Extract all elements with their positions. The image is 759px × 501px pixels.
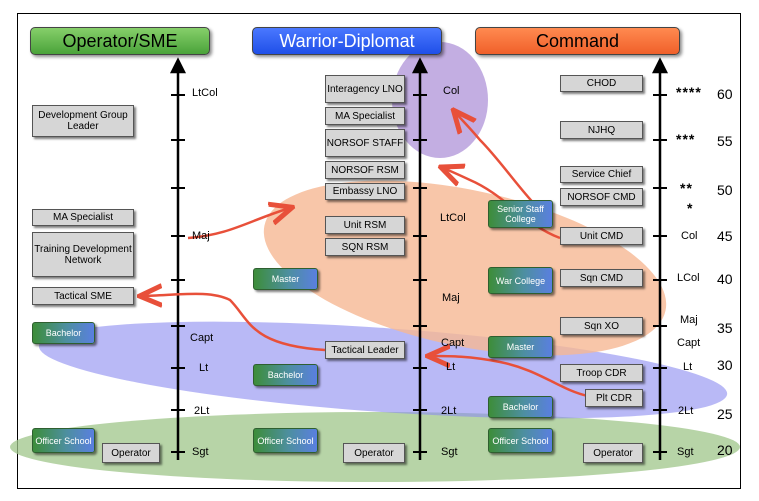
age-25: 25	[717, 406, 733, 422]
age-20: 20	[717, 442, 733, 458]
box-plt-cdr: Plt CDR	[585, 389, 643, 407]
box-sqn-xo: Sqn XO	[560, 317, 643, 335]
box-service-chief: Service Chief	[560, 166, 643, 183]
edu-war-college: War College	[488, 267, 553, 294]
age-55: 55	[717, 133, 733, 149]
rank-left-ltcol: LtCol	[192, 87, 218, 99]
box-embassy-lno: Embassy LNO	[325, 183, 405, 200]
box-operator-right: Operator	[583, 443, 643, 463]
rank-right-2star: **	[680, 180, 693, 196]
header-operator-sme: Operator/SME	[30, 27, 210, 55]
rank-right-lt: Lt	[683, 361, 693, 373]
edu-officer-school-right: Officer School	[488, 428, 553, 453]
rank-right-col: Col	[681, 230, 698, 242]
box-norsof-cmd: NORSOF CMD	[560, 188, 643, 206]
edu-master-right: Master	[488, 336, 553, 358]
box-tactical-leader: Tactical Leader	[325, 341, 405, 359]
rank-center-maj: Maj	[442, 292, 460, 304]
rank-center-col: Col	[443, 85, 460, 97]
box-ma-specialist-left: MA Specialist	[32, 209, 134, 226]
rank-center-lt: Lt	[446, 361, 456, 373]
rank-right-lcol: LCol	[677, 272, 700, 284]
rank-left-2lt: 2Lt	[194, 405, 210, 417]
box-sqn-cmd: Sqn CMD	[560, 269, 643, 287]
career-arrows	[142, 112, 589, 398]
edu-bachelor-center: Bachelor	[253, 364, 318, 386]
age-45: 45	[717, 228, 733, 244]
box-chod: CHOD	[560, 75, 643, 92]
edu-senior-staff-college: Senior Staff College	[488, 200, 553, 228]
age-30: 30	[717, 357, 733, 373]
timeline-ticks	[171, 94, 667, 453]
box-operator-left: Operator	[102, 443, 160, 463]
age-60: 60	[717, 86, 733, 102]
rank-right-4star: ****	[676, 84, 702, 100]
box-training-development-network: Training Development Network	[32, 232, 134, 277]
rank-center-2lt: 2Lt	[441, 405, 457, 417]
box-operator-center: Operator	[343, 443, 405, 463]
rank-center-capt: Capt	[441, 337, 465, 349]
rank-left-maj: Maj	[192, 230, 210, 242]
box-ma-specialist-center: MA Specialist	[325, 107, 405, 125]
box-njhq: NJHQ	[560, 121, 643, 139]
rank-center-ltcol: LtCol	[440, 212, 466, 224]
box-interagency-lno: Interagency LNO	[325, 75, 405, 103]
age-35: 35	[717, 320, 733, 336]
rank-center-sgt: Sgt	[441, 446, 458, 458]
rank-right-1star: *	[687, 200, 694, 216]
header-command: Command	[475, 27, 680, 55]
rank-left-sgt: Sgt	[192, 446, 209, 458]
edu-master-center: Master	[253, 268, 318, 290]
age-50: 50	[717, 182, 733, 198]
box-sqn-rsm: SQN RSM	[325, 238, 405, 256]
rank-left-capt: Capt	[190, 332, 214, 344]
timeline-axes	[169, 57, 669, 460]
header-warrior-diplomat: Warrior-Diplomat	[252, 27, 442, 55]
box-norsof-staff: NORSOF STAFF	[325, 129, 405, 157]
box-norsof-rsm: NORSOF RSM	[325, 161, 405, 179]
age-40: 40	[717, 271, 733, 287]
rank-right-2lt: 2Lt	[678, 405, 694, 417]
edu-officer-school-left: Officer School	[32, 428, 95, 453]
ellipse-purple-senior	[392, 42, 488, 158]
rank-left-lt: Lt	[199, 362, 209, 374]
rank-right-3star: ***	[676, 131, 696, 147]
edu-officer-school-center: Officer School	[253, 428, 318, 453]
rank-right-sgt: Sgt	[677, 446, 694, 458]
box-unit-rsm: Unit RSM	[325, 216, 405, 234]
edu-bachelor-right: Bachelor	[488, 396, 553, 418]
box-tactical-sme: Tactical SME	[32, 287, 134, 305]
box-unit-cmd: Unit CMD	[560, 227, 643, 245]
box-development-group-leader: Development Group Leader	[32, 105, 134, 137]
rank-right-capt: Capt	[677, 337, 701, 349]
edu-bachelor-left: Bachelor	[32, 322, 95, 344]
box-troop-cdr: Troop CDR	[560, 364, 643, 382]
rank-right-maj: Maj	[680, 314, 698, 326]
